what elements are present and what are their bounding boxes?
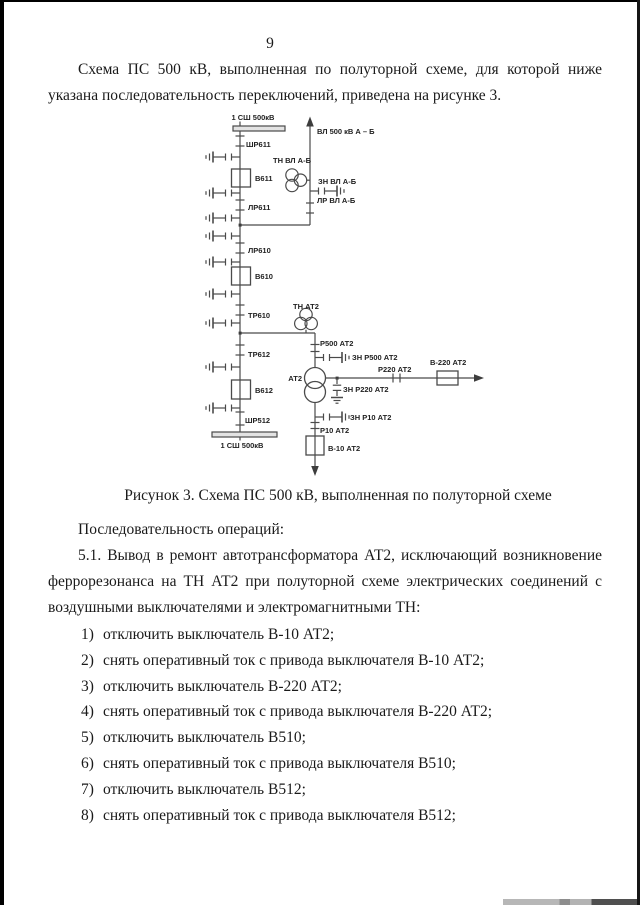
disconnector-lr-vl-label: ЛР ВЛ А-Б <box>317 196 356 205</box>
operation-text: отключить выключатель В510; <box>103 729 306 747</box>
disconnector-lr611-label: ЛР611 <box>248 203 270 212</box>
sequence-heading: Последовательность операций: <box>78 521 285 538</box>
earthing-switch-zn-vl <box>309 184 345 198</box>
section-5-1-line-3: воздушными выключателями и электромагнит… <box>48 599 421 616</box>
earthing-switch-zn-r220 <box>331 378 343 404</box>
earthing-zn-vl-label: ЗН ВЛ А-Б <box>318 177 357 186</box>
breaker-v611: В611 <box>230 168 273 188</box>
earthing-zn-r500-label: ЗН Р500 АТ2 <box>352 353 398 362</box>
operation-number: 8) <box>81 806 94 824</box>
disconnector-r220-label: Р220 АТ2 <box>378 365 411 374</box>
operation-text: отключить выключатель В-220 АТ2; <box>103 677 342 695</box>
feeder-vl-500 <box>238 116 314 227</box>
earthing-zn-r10-label: ЗН Р10 АТ2 <box>350 413 391 422</box>
vt-tn-vl <box>285 168 310 193</box>
breaker-v10-label: В-10 АТ2 <box>328 444 360 453</box>
operation-item: 3) отключить выключатель В-220 АТ2; <box>81 674 621 700</box>
operations-list: 1) отключить выключатель В-10 АТ2; 2) сн… <box>81 622 621 828</box>
page-border-right <box>637 0 640 905</box>
operation-number: 2) <box>81 651 94 669</box>
operation-number: 3) <box>81 677 94 695</box>
busbar-bottom-label: 1 СШ 500кВ <box>221 441 265 450</box>
page-number: 9 <box>266 35 274 52</box>
breaker-v612: В612 <box>230 379 273 400</box>
operation-text: снять оперативный ток с привода выключат… <box>103 806 456 824</box>
earthing-zn-r220-label: ЗН Р220 АТ2 <box>343 385 389 394</box>
breaker-v610: В610 <box>230 266 273 286</box>
operation-number: 6) <box>81 754 94 772</box>
disconnector-shr512-label: ШР512 <box>245 416 270 425</box>
arrow-down-icon <box>311 466 319 476</box>
arrow-up-icon <box>306 116 314 127</box>
operation-text: отключить выключатель В-10 АТ2; <box>103 626 335 643</box>
vt-tn-at2-label: ТН АТ2 <box>293 302 319 311</box>
disconnector-r10-label: Р10 АТ2 <box>320 426 349 435</box>
operation-item: 4) снять оперативный ток с привода выклю… <box>81 699 621 725</box>
busbar-bottom: 1 СШ 500кВ <box>211 431 278 450</box>
breaker-v220: В-220 АТ2 <box>430 358 466 386</box>
breaker-v220-label: В-220 АТ2 <box>430 358 466 367</box>
vt-tn-vl-label: ТН ВЛ А-Б <box>273 156 312 165</box>
operation-number: 5) <box>81 729 94 747</box>
operation-number: 7) <box>81 780 94 798</box>
feeder-vl-label: ВЛ 500 кВ А – Б <box>317 127 375 136</box>
operation-item: 6) снять оперативный ток с привода выклю… <box>81 751 621 777</box>
disconnector-lr610-label: ЛР610 <box>248 246 271 255</box>
page-border-top <box>0 0 640 2</box>
disconnector-tr610-label: ТР610 <box>248 311 270 320</box>
scan-artifact-bar <box>503 899 637 905</box>
disconnector-shr611-label: ШР611 <box>246 140 271 149</box>
autotransformer-at2 <box>303 366 327 404</box>
intro-line-1: Схема ПС 500 кВ, выполненная по полуторн… <box>78 61 602 78</box>
breaker-v10: В-10 АТ2 <box>305 435 360 456</box>
breaker-v612-label: В612 <box>255 386 273 395</box>
intro-line-2: указана последовательность переключений,… <box>48 87 502 104</box>
operation-item: 1) отключить выключатель В-10 АТ2; <box>81 622 621 648</box>
disconnector-ticks-main <box>235 135 245 426</box>
operation-text: снять оперативный ток с привода выключат… <box>103 754 456 772</box>
operation-item: 5) отключить выключатель В510; <box>81 725 621 751</box>
breaker-v611-label: В611 <box>255 174 273 183</box>
operation-item: 7) отключить выключатель В512; <box>81 777 621 803</box>
branch-220kv <box>325 373 484 383</box>
page-border-left <box>0 0 4 905</box>
arrow-right-icon <box>474 374 484 382</box>
earthing-switch-zn-r500 <box>314 351 350 364</box>
feeder-at2 <box>238 331 320 476</box>
disconnector-tr612-label: ТР612 <box>248 350 270 359</box>
section-5-1-line-1: 5.1. Вывод в ремонт автотрансформатора А… <box>78 547 602 564</box>
earthing-switches-left <box>205 150 241 415</box>
vt-tn-at2 <box>293 307 318 333</box>
figure-3-schematic: 1 СШ 500кВ <box>205 113 484 476</box>
operation-text: отключить выключатель В512; <box>103 780 306 798</box>
section-5-1-line-2: феррорезонанса на ТН АТ2 при полуторной … <box>48 573 602 590</box>
operation-text: снять оперативный ток с привода выключат… <box>103 703 493 721</box>
busbar-top: 1 СШ 500кВ <box>232 113 286 132</box>
autotransformer-at2-label: АТ2 <box>288 374 302 383</box>
disconnector-r500-label: Р500 АТ2 <box>320 339 353 348</box>
breaker-v610-label: В610 <box>255 272 273 281</box>
figure-caption: Рисунок 3. Схема ПС 500 кВ, выполненная … <box>124 487 552 504</box>
operation-item: 8) снять оперативный ток с привода выклю… <box>81 803 621 829</box>
busbar-top-label: 1 СШ 500кВ <box>232 113 276 122</box>
earthing-switch-zn-r10 <box>314 410 350 424</box>
operation-number: 4) <box>81 703 94 721</box>
ground-icon <box>331 396 343 404</box>
operation-number: 1) <box>81 626 94 643</box>
operation-item: 2) снять оперативный ток с привода выклю… <box>81 648 621 674</box>
operation-text: снять оперативный ток с привода выключат… <box>103 651 485 669</box>
